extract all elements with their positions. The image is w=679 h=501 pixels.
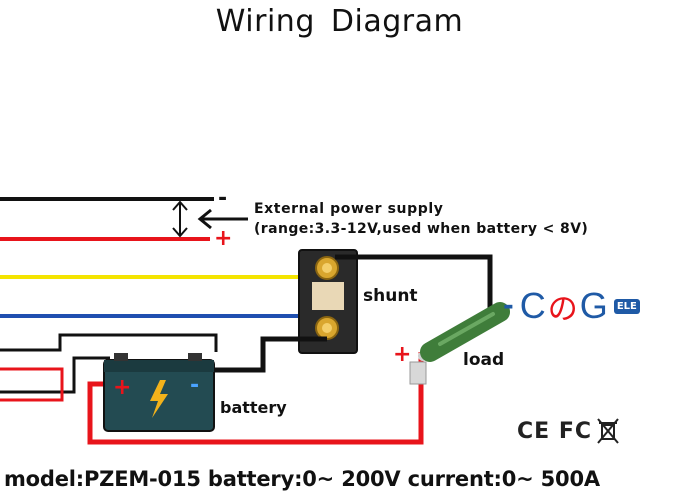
certification-marks: CE FC [517,419,593,444]
load-plus-sign: + [393,342,412,367]
external-supply-label: External power supply [254,201,444,217]
shunt-label: shunt [363,286,418,306]
external-plus-sign: + [214,226,233,251]
external-minus-sign: - [218,186,228,211]
brand-ele-badge: ELE [613,298,640,314]
battery-icon: + - [103,353,215,432]
model-spec-line: model:PZEM-015 battery:0~ 200V current:0… [4,467,600,491]
brand-letter-g: G [579,285,608,326]
brand-letter-c: C [519,285,546,326]
brand-letter-o: の [547,292,578,327]
pointer-arrow [197,208,248,230]
load-resistor-icon [409,302,510,385]
page-title: Wiring Diagram [215,4,464,39]
weee-bin-icon [597,418,619,444]
red-loop-wire [0,367,64,402]
shunt-to-load-wire [335,254,493,312]
shunt-bar [312,282,344,310]
brand-logo: - C の G ELE [503,285,640,327]
external-supply-range: (range:3.3-12V,used when battery < 8V) [254,221,589,237]
black-wire-1 [0,333,218,352]
shunt-to-battery-wire [214,336,327,373]
load-label: load [463,350,505,370]
black-wire-2 [0,356,110,394]
battery-positive-loop [87,352,424,445]
svg-text:-: - [190,373,199,398]
svg-text:+: + [113,375,131,400]
voltage-span-arrow [172,200,188,238]
battery-label: battery [220,398,287,417]
